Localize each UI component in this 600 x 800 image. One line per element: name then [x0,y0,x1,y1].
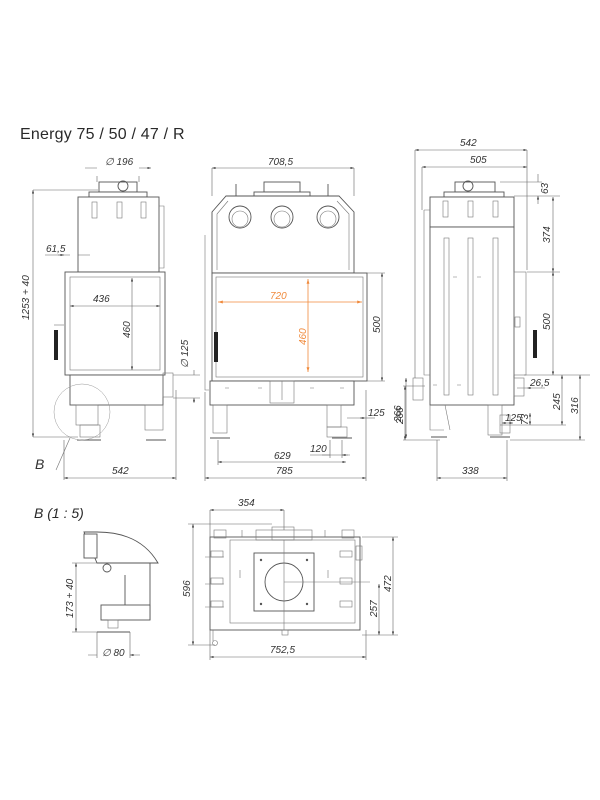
dim-depth-596: 596 [182,580,193,597]
dim-total-depth: 542 [460,138,477,149]
dim-door-height-right: 500 [542,313,553,330]
glass-door [211,272,368,382]
door-handle [533,330,537,358]
flue-outlet-left [228,205,252,229]
front-view: 720 460 708,5 500 125 120 629 785 266 [204,157,408,481]
dim-depth-257: 257 [369,600,380,618]
dim-air-inlet-diameter: ∅ 125 [180,339,191,368]
flue-outlet-right [316,205,340,229]
dim-flue-diameter: ∅ 196 [105,157,134,168]
dim-collar-height: 63 [540,182,551,194]
dim-leg-offset: 125 [368,408,385,419]
dim-inlet-width: 125 [505,413,522,424]
dim-leg-height: 173 + 40 [65,578,76,618]
dim-leg-spacing: 629 [274,451,291,462]
door-frame [64,271,166,376]
dim-foot-diameter: ∅ 80 [102,648,125,659]
dim-leg-spacing-small: 120 [310,444,327,455]
lifting-eye [117,180,129,192]
drawing-title: Energy 75 / 50 / 47 / R [20,126,185,143]
detail-b-title: B (1 : 5) [34,505,84,521]
dim-offset-26-5: 26,5 [529,378,550,389]
dim-top-width: 708,5 [268,157,293,168]
detail-hood [83,531,159,564]
door-side [513,271,527,376]
door-handle [214,332,218,362]
upper-body [77,196,160,273]
body [429,226,515,406]
dim-glass-width: 720 [270,291,287,302]
dim-opening-height: 460 [122,321,133,338]
dim-door-height: 500 [372,316,383,333]
detail-b: 173 + 40 ∅ 80 [65,531,159,659]
dim-flue-offset: 354 [238,498,255,509]
dim-total-width: 785 [276,466,293,477]
dim-height-245: 245 [552,393,563,411]
dim-height-316: 316 [570,397,581,414]
dim-opening-width: 436 [93,294,110,305]
dim-total-height: 1253 + 40 [21,275,32,320]
dim-leg-spacing-right: 338 [462,466,479,477]
flue-collar [263,181,301,193]
dim-top-section: 374 [542,226,553,243]
dim-inlet-height: 73 [520,413,531,425]
top-view: 354 596 472 257 752,5 [182,498,398,660]
dim-offset-61-5: 61,5 [46,244,66,255]
detail-b-circle [53,383,111,441]
dim-glass-height: 460 [298,328,309,345]
detail-leg-foot [100,604,151,621]
dim-body-depth: 505 [470,155,487,166]
detail-b-marker: B [35,456,44,472]
dim-depth-542: 542 [112,466,129,477]
dim-base-height: 266 [395,407,406,425]
side-view-right: 542 505 63 374 500 26,5 245 316 125 73 2… [393,138,590,481]
door-handle [54,330,58,360]
dim-base-height-right: 266 [393,405,404,423]
lower-body [69,374,164,406]
dim-width-752-5: 752,5 [270,645,295,656]
lifting-eye [462,180,474,192]
flue-collar [454,181,496,193]
dim-depth-472: 472 [383,575,394,592]
side-view-left: B ∅ 196 1253 + 40 61,5 436 460 ∅ 125 542 [21,157,200,480]
upper-body [429,196,515,228]
flue-outlet-center [270,205,294,229]
